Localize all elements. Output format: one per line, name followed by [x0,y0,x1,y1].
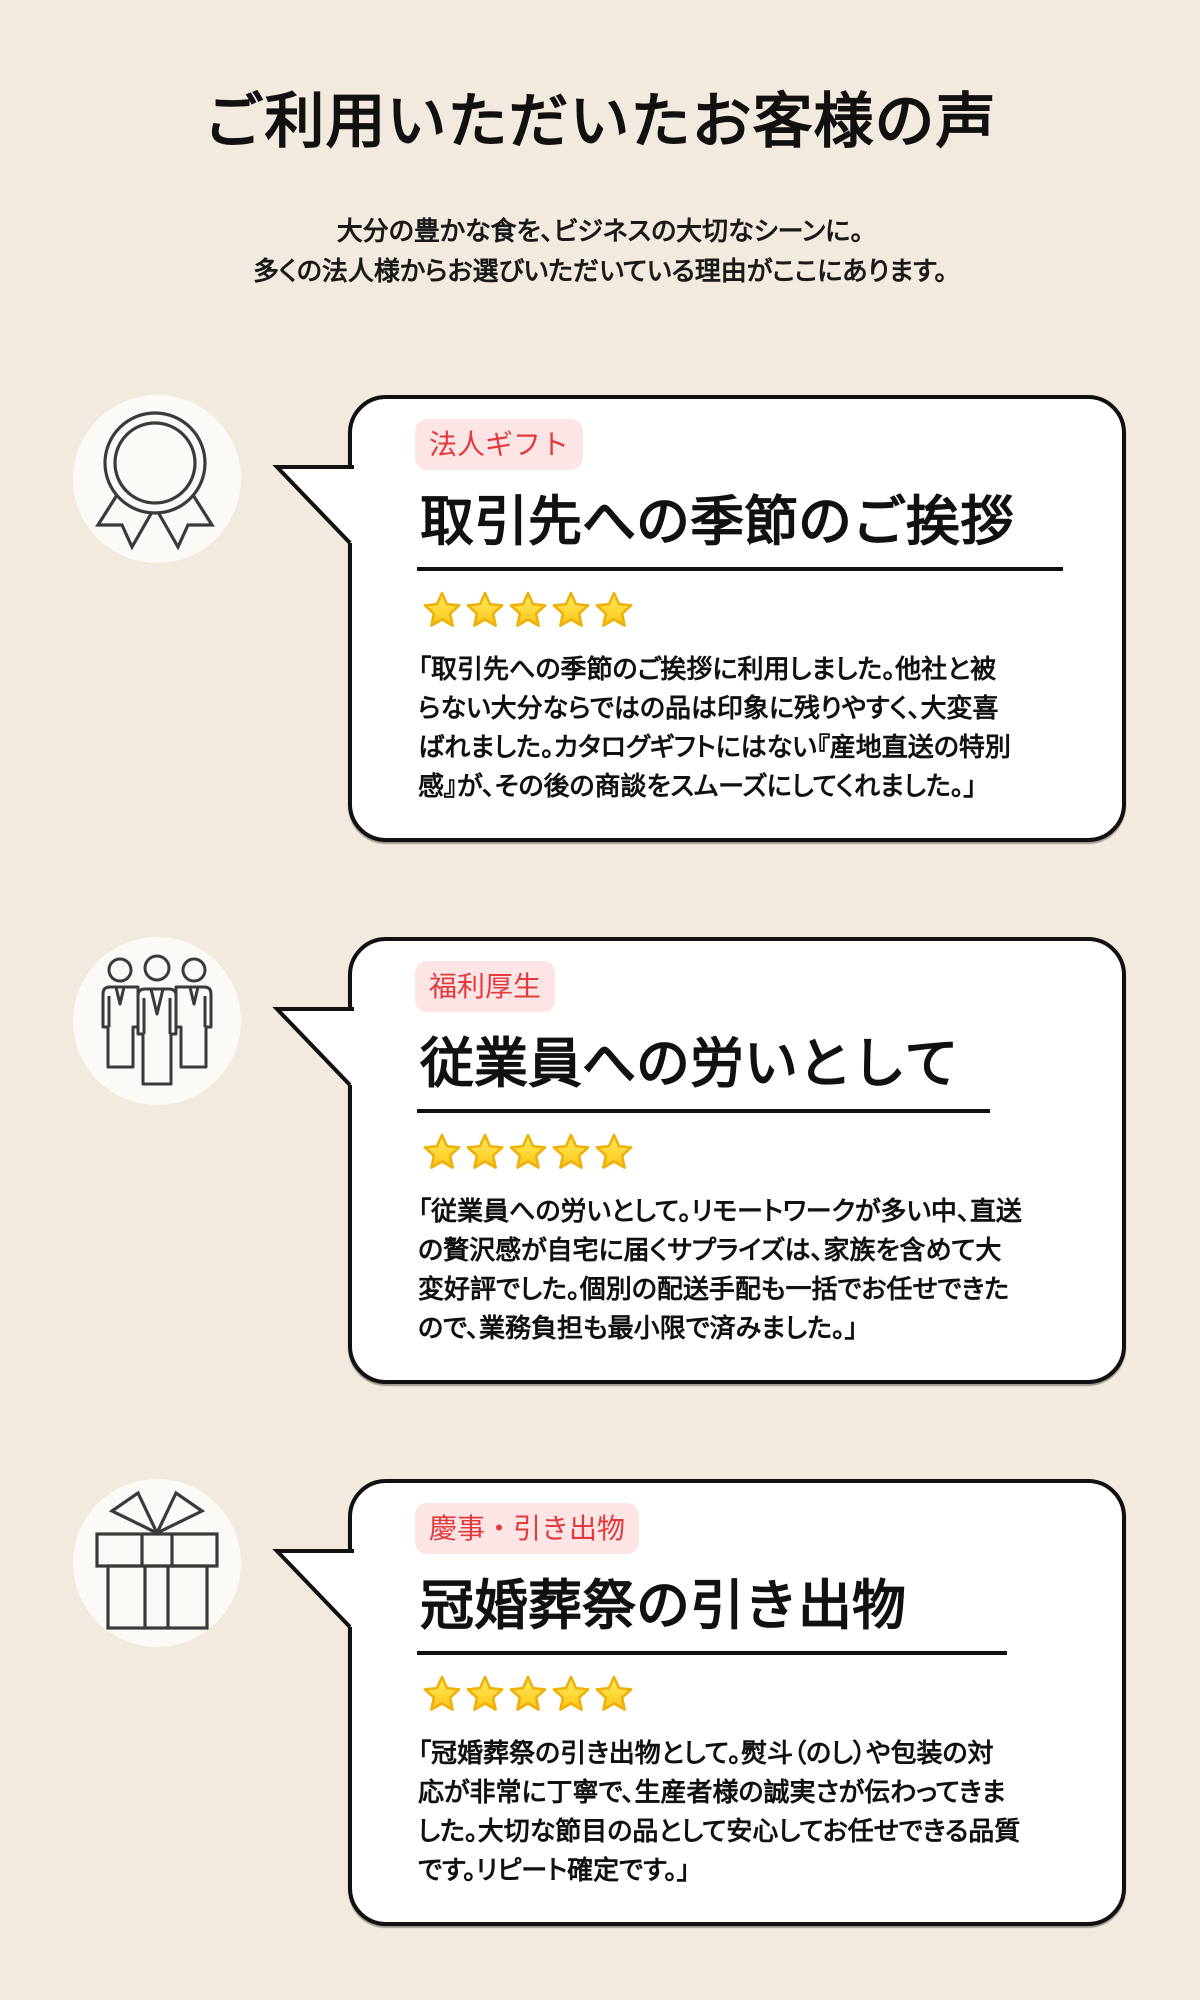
star-icon [551,1132,591,1172]
title-underline [417,567,1063,571]
speech-bubble: 福利厚生 従業員への労いとして 「従業員への労いとして。リモートワークが多い中、… [348,937,1126,1384]
page-subtitle: 大分の豊かな食を、ビジネスの大切なシーンに。 多くの法人様からお選びいただいてい… [0,212,1200,292]
star-icon [508,1674,548,1714]
title-underline [417,1651,1007,1655]
review-line: 「冠婚葬祭の引き出物として。熨斗（のし）や包装の対 [418,1739,994,1769]
speech-bubble-tail [272,1007,356,1087]
review-text: 「取引先への季節のご挨拶に利用しました。他社と被 らない大分ならではの品は印象に… [418,651,1011,807]
speech-bubble-tail [272,465,356,545]
testimonial-card: 法人ギフト 取引先への季節のご挨拶 「取引先への季節のご挨拶に利用しました。他社… [0,395,1200,842]
review-line: 変好評でした。個別の配送手配も一括でお任せできた [418,1275,1010,1305]
testimonial-card: 慶事・引き出物 冠婚葬祭の引き出物 「冠婚葬祭の引き出物として。熨斗（のし）や包… [0,1479,1200,1926]
testimonial-title: 従業員への労いとして [420,1031,959,1095]
speech-bubble: 慶事・引き出物 冠婚葬祭の引き出物 「冠婚葬祭の引き出物として。熨斗（のし）や包… [348,1479,1126,1926]
star-icon [422,1132,462,1172]
star-icon [551,1674,591,1714]
review-line: 応が非常に丁寧で、生産者様の誠実さが伝わってきま [418,1778,1006,1808]
speech-bubble: 法人ギフト 取引先への季節のご挨拶 「取引先への季節のご挨拶に利用しました。他社… [348,395,1126,842]
award-ribbon-icon [95,411,215,551]
star-rating [422,590,634,630]
business-team-icon [101,954,213,1086]
review-line: の贅沢感が自宅に届くサプライズは、家族を含めて大 [418,1236,1002,1266]
category-badge: 慶事・引き出物 [415,1503,640,1554]
star-icon [465,590,505,630]
page-title: ご利用いただいたお客様の声 [203,87,997,157]
review-line: 感』が、その後の商談をスムーズにしてくれました。」 [418,772,977,802]
star-rating [422,1674,634,1714]
star-icon [422,590,462,630]
review-line: ので、業務負担も最小限で済みました。」 [418,1314,858,1344]
review-line: 「取引先への季節のご挨拶に利用しました。他社と被 [418,655,997,685]
review-line: した。大切な節目の品として安心してお任せできる品質 [418,1817,1021,1847]
review-line: です。リピート確定です。」 [418,1856,691,1886]
gift-box-icon [95,1490,219,1630]
review-line: ばれました。カタログギフトにはない『産地直送の特別 [418,733,1011,763]
review-text: 「冠婚葬祭の引き出物として。熨斗（のし）や包装の対 応が非常に丁寧で、生産者様の… [418,1735,1020,1891]
star-icon [594,1132,634,1172]
title-underline [417,1109,990,1113]
testimonial-title: 取引先への季節のご挨拶 [420,489,1014,553]
star-icon [422,1674,462,1714]
star-icon [465,1132,505,1172]
category-badge: 福利厚生 [415,961,556,1012]
star-icon [594,590,634,630]
star-rating [422,1132,634,1172]
review-line: 「従業員への労いとして。リモートワークが多い中、直送 [418,1197,1022,1227]
testimonial-card: 福利厚生 従業員への労いとして 「従業員への労いとして。リモートワークが多い中、… [0,937,1200,1384]
review-text: 「従業員への労いとして。リモートワークが多い中、直送 の贅沢感が自宅に届くサプラ… [418,1193,1022,1349]
testimonial-avatar [73,1479,241,1647]
review-line: らない大分ならではの品は印象に残りやすく、大変喜 [418,694,999,724]
star-icon [508,590,548,630]
subtitle-line: 多くの法人様からお選びいただいている理由がここにあります。 [252,257,948,287]
category-badge: 法人ギフト [415,419,584,470]
star-icon [551,590,591,630]
speech-bubble-tail [272,1549,356,1629]
star-icon [508,1132,548,1172]
subtitle-line: 大分の豊かな食を、ビジネスの大切なシーンに。 [336,217,864,247]
star-icon [594,1674,634,1714]
testimonial-title: 冠婚葬祭の引き出物 [420,1573,906,1637]
star-icon [465,1674,505,1714]
testimonial-avatar [73,395,241,563]
testimonial-avatar [73,937,241,1105]
